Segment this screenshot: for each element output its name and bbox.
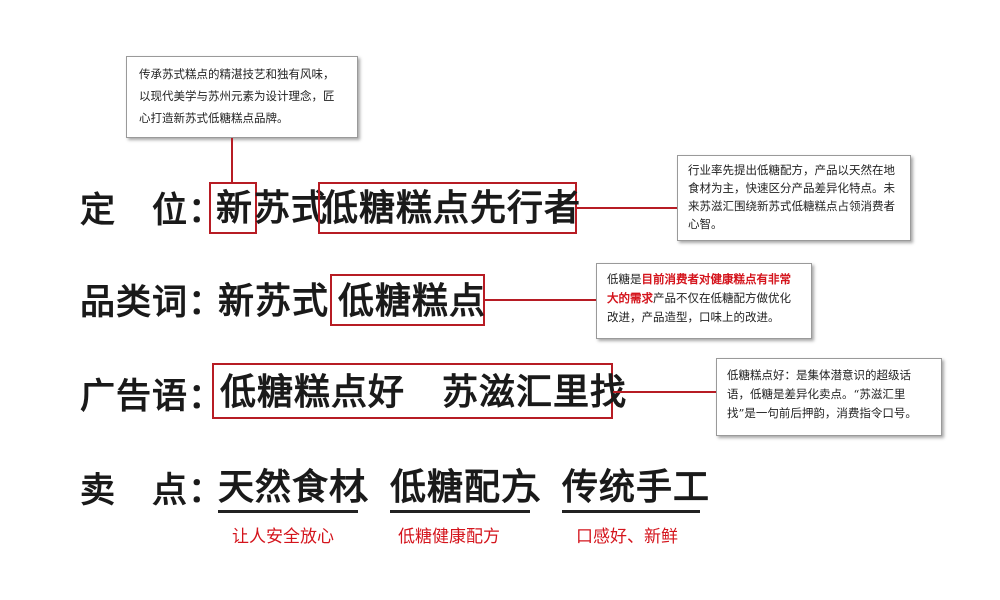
slogan-label: 广告语： [80, 376, 225, 417]
pioneer-box [318, 182, 577, 234]
connector-slogan [613, 391, 717, 393]
positioning-pioneer: 低糖糕点先行者 [322, 187, 582, 229]
connector-category [485, 299, 597, 301]
selling-point-lowsugar: 低糖配方 [390, 466, 539, 508]
selling-point-natural-sub: 让人安全放心 [232, 527, 334, 547]
positioning-note-text: 行业率先提出低糖配方，产品以天然在地食材为主，快速区分产品差异化特点。未来苏滋汇… [688, 163, 895, 231]
underline-lowsugar [390, 510, 530, 513]
connector-positioning [577, 207, 679, 209]
category-label: 品类词： [80, 282, 225, 323]
category-note: 低糖是目前消费者对健康糕点有非常大的需求产品不仅在低糖配方做优化改进，产品造型，… [596, 263, 812, 339]
positioning-label: 定 位： [80, 190, 225, 231]
category-box [330, 274, 485, 326]
selling-point-handmade: 传统手工 [562, 466, 711, 508]
positioning-suzhou: 苏式 [254, 187, 329, 229]
heritage-note: 传承苏式糕点的精湛技艺和独有风味，以现代美学与苏州元素为设计理念，匠心打造新苏式… [126, 56, 358, 138]
slogan-box [212, 363, 613, 419]
heritage-note-text: 传承苏式糕点的精湛技艺和独有风味，以现代美学与苏州元素为设计理念，匠心打造新苏式… [139, 67, 335, 125]
underline-handmade [562, 510, 700, 513]
selling-point-lowsugar-sub: 低糖健康配方 [398, 527, 500, 547]
slogan-note: 低糖糕点好：是集体潜意识的超级话语，低糖是差异化卖点。“苏滋汇里找”是一句前后押… [716, 358, 942, 436]
selling-points-label: 卖 点： [80, 470, 225, 511]
category-note-pre: 低糖是 [607, 272, 642, 286]
selling-point-separator: 、 [527, 466, 565, 508]
selling-point-natural: 天然食材 [218, 466, 367, 508]
connector-heritage [231, 138, 233, 182]
category-boxed: 低糖糕点 [338, 280, 487, 322]
selling-point-separator: 、 [355, 466, 393, 508]
slogan-text: 低糖糕点好 苏滋汇里找 [220, 371, 628, 413]
category-prefix: 新苏式 [218, 280, 330, 322]
slogan-note-text: 低糖糕点好：是集体潜意识的超级话语，低糖是差异化卖点。“苏滋汇里找”是一句前后押… [727, 368, 917, 420]
category-note-post: 产品不仅在低糖配方做优化改进，产品造型，口味上的改进。 [607, 291, 791, 324]
underline-natural [218, 510, 358, 513]
positioning-note: 行业率先提出低糖配方，产品以天然在地食材为主，快速区分产品差异化特点。未来苏滋汇… [677, 155, 911, 241]
category-note-highlight: 目前消费者对健康糕点有非常大的需求 [607, 272, 791, 305]
selling-point-handmade-sub: 口感好、新鲜 [576, 527, 678, 547]
new-box [209, 182, 257, 234]
positioning-new: 新 [216, 187, 254, 229]
